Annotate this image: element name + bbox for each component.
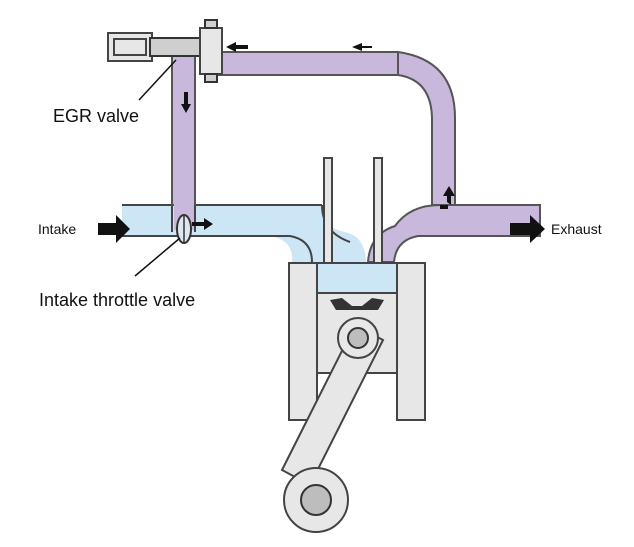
egr-valve-leader <box>138 59 177 101</box>
exhaust-label: Exhaust <box>551 221 602 237</box>
intake-throttle-valve <box>176 214 192 244</box>
flow-arrow-icon <box>443 186 455 205</box>
egr-valve-body <box>107 19 223 83</box>
flow-arrows <box>181 42 455 230</box>
intake-throttle-valve-label: Intake throttle valve <box>39 290 195 310</box>
flow-arrow-icon <box>352 43 372 51</box>
flow-arrow-icon <box>440 205 448 209</box>
intake-arrow-icon <box>98 215 130 243</box>
exhaust-arrow-icon <box>510 215 545 243</box>
throttle-valve-leader <box>134 237 181 277</box>
flow-arrow-icon <box>192 218 213 230</box>
egr-valve-label: EGR valve <box>53 106 139 126</box>
flow-arrow-icon <box>226 42 248 52</box>
flow-arrow-icon <box>181 92 191 113</box>
intake-label: Intake <box>38 221 76 237</box>
cylinder-assembly <box>280 262 426 533</box>
